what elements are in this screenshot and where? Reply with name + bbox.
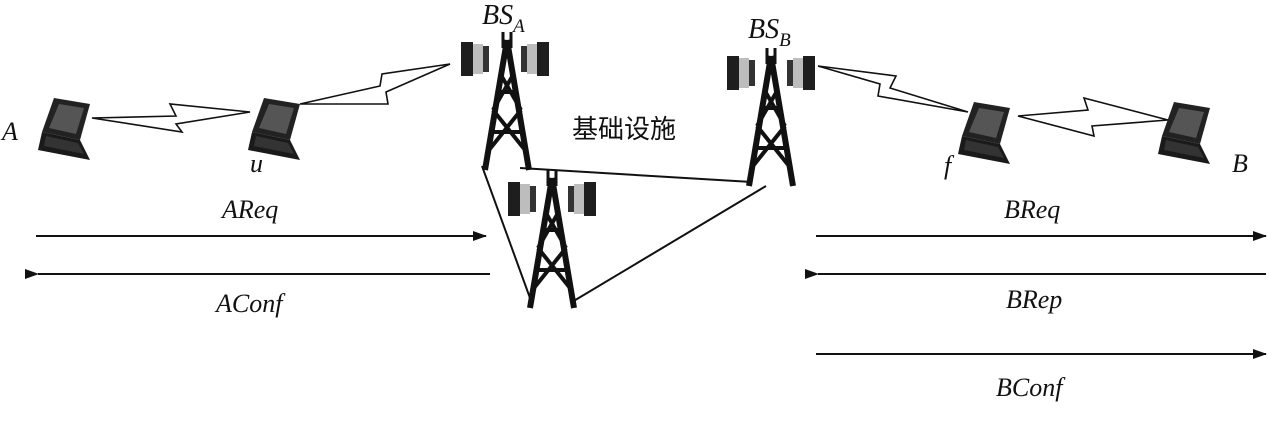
node-label-b: B: [1232, 149, 1248, 178]
laptop-icon-a: [38, 98, 90, 160]
node-label-a: A: [0, 117, 18, 146]
wireless-links: [91, 63, 1169, 138]
aconf-label: AConf: [214, 289, 286, 318]
message-arrows: [25, 231, 1267, 359]
tower-icon-middle: [508, 170, 596, 308]
laptop-icon-b: [1158, 102, 1210, 164]
node-label-u: u: [250, 149, 263, 178]
tower-icon-bs-a: [461, 32, 549, 170]
brep-label: BRep: [1006, 285, 1062, 314]
bconf-label: BConf: [996, 373, 1066, 402]
node-label-f: f: [944, 151, 955, 180]
infrastructure-label: 基础设施: [572, 115, 676, 145]
bs-a-label: BSA: [482, 0, 525, 37]
bs-b-label: BSB: [748, 14, 791, 51]
infrastructure-links: [481, 165, 767, 303]
areq-label: AReq: [220, 195, 278, 224]
breq-label: BReq: [1004, 195, 1060, 224]
tower-icon-bs-b: [727, 48, 815, 186]
